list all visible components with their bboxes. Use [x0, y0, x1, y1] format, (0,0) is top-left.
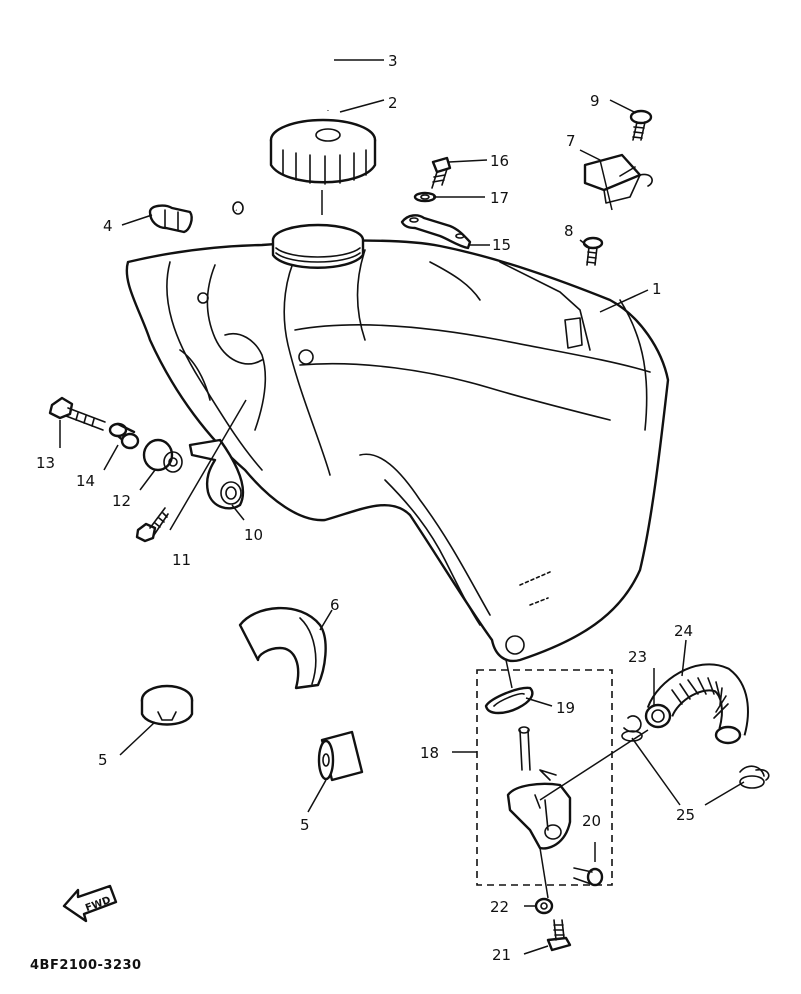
part-code: 4BF2100-3230: [30, 958, 142, 973]
callout-labels: 1 2 3 4 5 5 6 7 8 9 10 11 12 13 14 15 16…: [36, 52, 695, 964]
screw-9: [629, 109, 653, 141]
damper-6: [238, 606, 327, 690]
callout-5-left: 5: [98, 751, 108, 769]
screw-8: [582, 236, 604, 266]
callout-15: 15: [492, 236, 511, 254]
breather-hose: [184, 41, 331, 215]
callout-11: 11: [172, 551, 191, 569]
filler-cap: [269, 118, 377, 185]
grommet-12: [142, 438, 183, 473]
bolt-16: [431, 156, 452, 189]
fuel-hose: [644, 663, 749, 745]
damper-5-right: [317, 730, 364, 782]
callout-17: 17: [490, 189, 509, 207]
callout-6: 6: [330, 596, 340, 614]
fuel-tank: [125, 223, 670, 663]
tank-damper: [583, 153, 653, 204]
bracket-10: [188, 438, 245, 510]
damper-5-left: [140, 684, 194, 726]
callout-10: 10: [244, 526, 263, 544]
callout-20: 20: [582, 812, 601, 830]
bolt-13: [48, 396, 106, 431]
callout-8: 8: [564, 222, 574, 240]
collar-14: [108, 422, 140, 450]
washer-22: [534, 897, 554, 915]
bolt-11: [135, 507, 169, 543]
callout-19: 19: [556, 699, 575, 717]
callout-5-right: 5: [300, 816, 310, 834]
callout-16: 16: [490, 152, 509, 170]
callout-1: 1: [652, 280, 662, 298]
callout-4: 4: [103, 217, 113, 235]
callout-2: 2: [388, 94, 398, 112]
callout-22: 22: [490, 898, 509, 916]
fuel-cock-assembly: [476, 669, 613, 887]
callout-25: 25: [676, 806, 695, 824]
bolt-21: [546, 919, 572, 952]
callout-7: 7: [566, 132, 576, 150]
hose-clamp-25: [621, 715, 770, 789]
washer-17: [413, 191, 437, 203]
callout-3: 3: [388, 52, 398, 70]
callout-24: 24: [674, 622, 693, 640]
callout-12: 12: [112, 492, 131, 510]
callout-21: 21: [492, 946, 511, 964]
callout-14: 14: [76, 472, 95, 490]
hose-clip: [148, 204, 193, 234]
callout-13: 13: [36, 454, 55, 472]
callout-9: 9: [590, 92, 600, 110]
fwd-arrow-icon: FWD: [62, 884, 118, 923]
leader-lines: [59, 59, 745, 955]
callout-18: 18: [420, 744, 439, 762]
callout-23: 23: [628, 648, 647, 666]
